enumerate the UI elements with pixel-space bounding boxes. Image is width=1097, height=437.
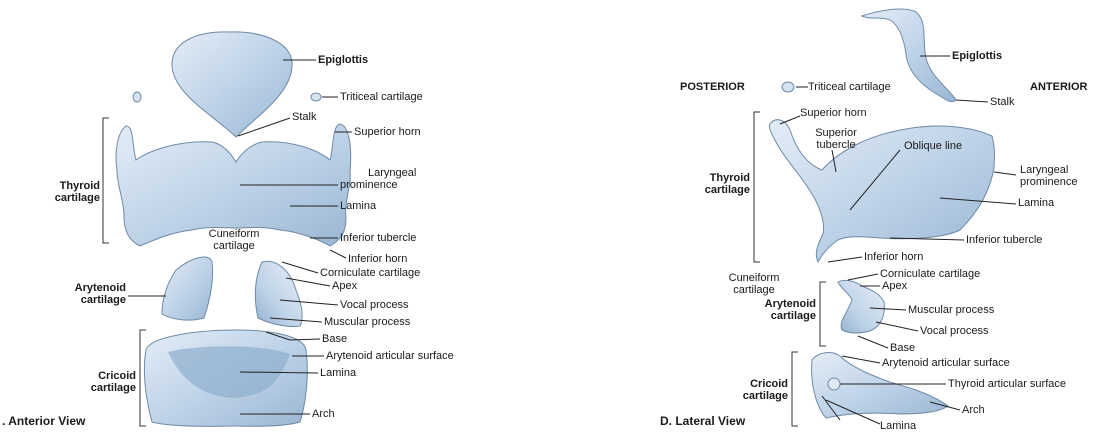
lateral-epiglottis xyxy=(860,8,957,103)
anterior-label-muscular-process: Muscular process xyxy=(324,316,411,328)
lateral-label-inferior-horn: Inferior horn xyxy=(864,251,924,263)
anterior-label-cuneiform-1: Cuneiform xyxy=(208,228,260,240)
anterior-label-laryngeal-2: prominence xyxy=(340,179,398,191)
anterior-group-arytenoid-2: cartilage xyxy=(80,294,126,306)
lateral-label-stalk: Stalk xyxy=(990,96,1015,108)
anterior-group-cricoid-1: Cricoid xyxy=(98,370,136,382)
anterior-thyroid-cartilage xyxy=(115,123,352,247)
anterior-group-thyroid-2: cartilage xyxy=(54,192,100,204)
anterior-leaders xyxy=(102,59,352,427)
lateral-group-cricoid-2: cartilage xyxy=(742,390,788,402)
anterior-label-laryngeal-1: Laryngeal xyxy=(368,167,417,179)
anterior-label-inferior-tubercle: Inferior tubercle xyxy=(340,232,417,244)
anterior-cricoid-lamina-shade xyxy=(168,346,290,398)
lateral-group-thyroid-1: Thyroid xyxy=(709,172,750,184)
anterior-label-base: Base xyxy=(322,333,348,345)
anterior-label-triticeal: Triticeal cartilage xyxy=(340,91,423,103)
lateral-label-inferior-tubercle: Inferior tubercle xyxy=(966,234,1043,246)
anterior-label-arch: Arch xyxy=(312,408,335,420)
lateral-label-thyroid-articular: Thyroid articular surface xyxy=(948,378,1066,390)
lateral-label-epiglottis: Epiglottis xyxy=(952,50,1003,62)
anterior-triticeal-left xyxy=(132,91,142,103)
anterior-group-cricoid-2: cartilage xyxy=(90,382,136,394)
lateral-label-posterior: POSTERIOR xyxy=(680,81,745,93)
lateral-label-base: Base xyxy=(890,342,916,354)
lateral-view-title: D. Lateral View xyxy=(660,414,746,428)
lateral-label-cuneiform-2: cartilage xyxy=(733,284,775,296)
lateral-label-superior-horn: Superior horn xyxy=(800,107,867,119)
lateral-thyroid-cartilage xyxy=(769,119,995,264)
anterior-label-arytenoid-articular: Arytenoid articular surface xyxy=(326,350,454,362)
anterior-label-superior-horn: Superior horn xyxy=(354,126,421,138)
lateral-label-cricoid-lamina: Lamina xyxy=(880,420,917,432)
lateral-label-superior-tubercle-2: tubercle xyxy=(816,139,856,151)
lateral-label-arch: Arch xyxy=(962,404,985,416)
lateral-leaders xyxy=(753,55,1017,427)
anterior-label-cricoid-lamina: Lamina xyxy=(320,367,357,379)
lateral-label-lamina: Lamina xyxy=(1018,197,1055,209)
lateral-group-arytenoid-1: Arytenoid xyxy=(764,298,816,310)
lateral-label-corniculate: Corniculate cartilage xyxy=(880,268,981,280)
anterior-label-inferior-horn: Inferior horn xyxy=(348,253,408,265)
anterior-arytenoid-left xyxy=(161,256,213,321)
lateral-cricoid-cartilage xyxy=(811,352,949,419)
lateral-label-oblique-line: Oblique line xyxy=(904,140,963,152)
anterior-triticeal-right xyxy=(310,92,322,102)
lateral-label-triticeal: Triticeal cartilage xyxy=(808,81,891,93)
lateral-label-cuneiform-1: Cuneiform xyxy=(728,272,780,284)
anterior-view-title: . Anterior View xyxy=(2,414,86,428)
lateral-label-vocal-process: Vocal process xyxy=(920,325,989,337)
lateral-triticeal xyxy=(781,81,795,93)
lateral-label-laryngeal-1: Laryngeal xyxy=(1020,164,1069,176)
lateral-group-arytenoid-2: cartilage xyxy=(770,310,816,322)
lateral-label-anterior: ANTERIOR xyxy=(1030,81,1088,93)
lateral-label-laryngeal-2: prominence xyxy=(1020,176,1078,188)
lateral-label-muscular-process: Muscular process xyxy=(908,304,995,316)
anterior-label-epiglottis: Epiglottis xyxy=(318,54,369,66)
anterior-label-apex: Apex xyxy=(332,280,358,292)
anterior-label-stalk: Stalk xyxy=(292,111,317,123)
anterior-label-cuneiform-2: cartilage xyxy=(213,240,255,252)
anterior-label-lamina: Lamina xyxy=(340,200,377,212)
anterior-label-vocal-process: Vocal process xyxy=(340,299,409,311)
anterior-label-corniculate: Corniculate cartilage xyxy=(320,267,421,279)
lateral-label-arytenoid-articular: Arytenoid articular surface xyxy=(882,357,1010,369)
anterior-epiglottis xyxy=(171,31,293,138)
lateral-label-superior-tubercle-1: Superior xyxy=(815,127,857,139)
lateral-arytenoid-cartilage xyxy=(837,279,885,334)
lateral-label-apex: Apex xyxy=(882,280,908,292)
anterior-arytenoid-right xyxy=(254,260,303,327)
lateral-thyroid-articular-facet xyxy=(827,377,841,391)
anterior-group-arytenoid-1: Arytenoid xyxy=(74,282,126,294)
lateral-group-cricoid-1: Cricoid xyxy=(750,378,788,390)
lateral-group-thyroid-2: cartilage xyxy=(704,184,750,196)
anterior-group-thyroid-1: Thyroid xyxy=(59,180,100,192)
